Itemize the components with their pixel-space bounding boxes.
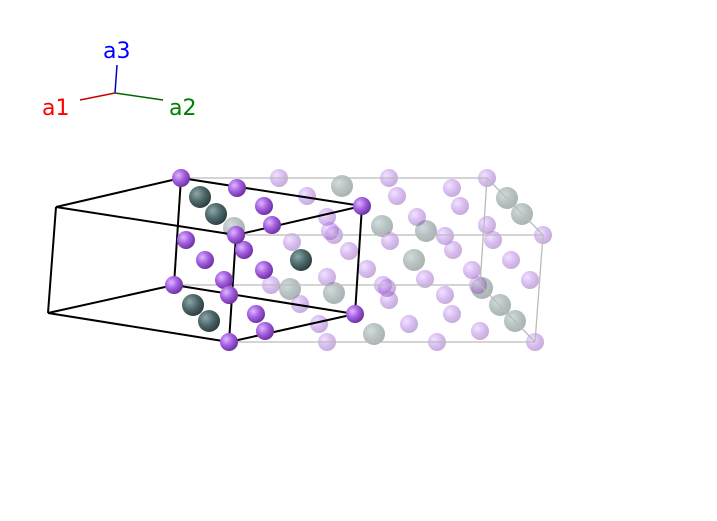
purple-atom-image: [436, 286, 454, 304]
purple-atom-image: [298, 187, 316, 205]
unit-cell-edge: [173, 284, 356, 315]
purple-atom-image: [358, 260, 376, 278]
supercell-edge: [479, 284, 536, 343]
purple-atom: [255, 261, 273, 279]
unit-cell-edge: [47, 312, 230, 343]
purple-atom-image: [502, 251, 520, 269]
purple-atom-image: [400, 315, 418, 333]
purple-atom-image: [478, 216, 496, 234]
unit-cell-edge: [354, 205, 363, 315]
unit-cell-edge: [47, 284, 175, 314]
purple-atom: [196, 251, 214, 269]
unit-cell-edge: [228, 313, 356, 343]
grey-atom: [290, 249, 312, 271]
grey-atom-image: [415, 220, 437, 242]
a1-label: a1: [42, 96, 69, 121]
grey-atom-image: [279, 278, 301, 300]
unit-cell-edge: [55, 177, 182, 208]
supercell-edge: [479, 177, 488, 286]
unit-cell-edge: [173, 177, 182, 286]
purple-atom: [346, 305, 364, 323]
unit-cell-atoms: [165, 169, 371, 351]
purple-atom: [353, 197, 371, 215]
grey-atom-image: [323, 282, 345, 304]
purple-atom: [256, 322, 274, 340]
purple-atom-image: [310, 315, 328, 333]
purple-atom-image: [436, 227, 454, 245]
grey-atom: [205, 203, 227, 225]
a3-label: a3: [103, 39, 130, 64]
grey-atom-image: [371, 215, 393, 237]
purple-atom: [177, 231, 195, 249]
grey-atom: [189, 186, 211, 208]
purple-atom-image: [471, 322, 489, 340]
grey-atom-image: [363, 323, 385, 345]
purple-atom-image: [388, 187, 406, 205]
unit-cell-edge: [47, 206, 57, 314]
purple-atom: [165, 276, 183, 294]
purple-atom-image: [521, 271, 539, 289]
purple-atom: [215, 271, 233, 289]
supercell-edge: [534, 234, 544, 343]
purple-atom-image: [381, 232, 399, 250]
a1-axis: [79, 92, 116, 101]
unit-cell-edge: [180, 177, 363, 207]
cell-outlines: [47, 177, 544, 343]
grey-atom-image: [331, 175, 353, 197]
purple-atom-image: [463, 261, 481, 279]
a3-axis: [114, 64, 118, 94]
purple-atom: [247, 305, 265, 323]
unit-cell-edge: [55, 206, 237, 236]
purple-atom: [235, 241, 253, 259]
a2-axis: [114, 92, 164, 101]
purple-atom: [228, 179, 246, 197]
axes-indicator: a3 a1 a2: [42, 39, 196, 121]
periodic-image-atoms: [223, 169, 552, 351]
purple-atom: [220, 286, 238, 304]
grey-atom-image: [403, 249, 425, 271]
purple-atom: [220, 333, 238, 351]
purple-atom-image: [340, 242, 358, 260]
purple-atom-image: [443, 179, 461, 197]
purple-atom: [172, 169, 190, 187]
purple-atom-image: [291, 295, 309, 313]
purple-atom-image: [408, 208, 426, 226]
purple-atom-image: [378, 279, 396, 297]
purple-atom-image: [283, 233, 301, 251]
purple-atom-image: [318, 268, 336, 286]
a2-label: a2: [169, 96, 196, 121]
purple-atom: [227, 226, 245, 244]
unit-cell-edge: [235, 205, 363, 236]
purple-atom: [263, 216, 281, 234]
purple-atom-image: [443, 305, 461, 323]
purple-atom-image: [416, 270, 434, 288]
supercell-edge: [486, 177, 544, 236]
purple-atom: [255, 197, 273, 215]
purple-atom-image: [484, 231, 502, 249]
purple-atom-image: [451, 197, 469, 215]
purple-atom-image: [444, 241, 462, 259]
grey-atom: [182, 294, 204, 316]
grey-atom: [198, 310, 220, 332]
